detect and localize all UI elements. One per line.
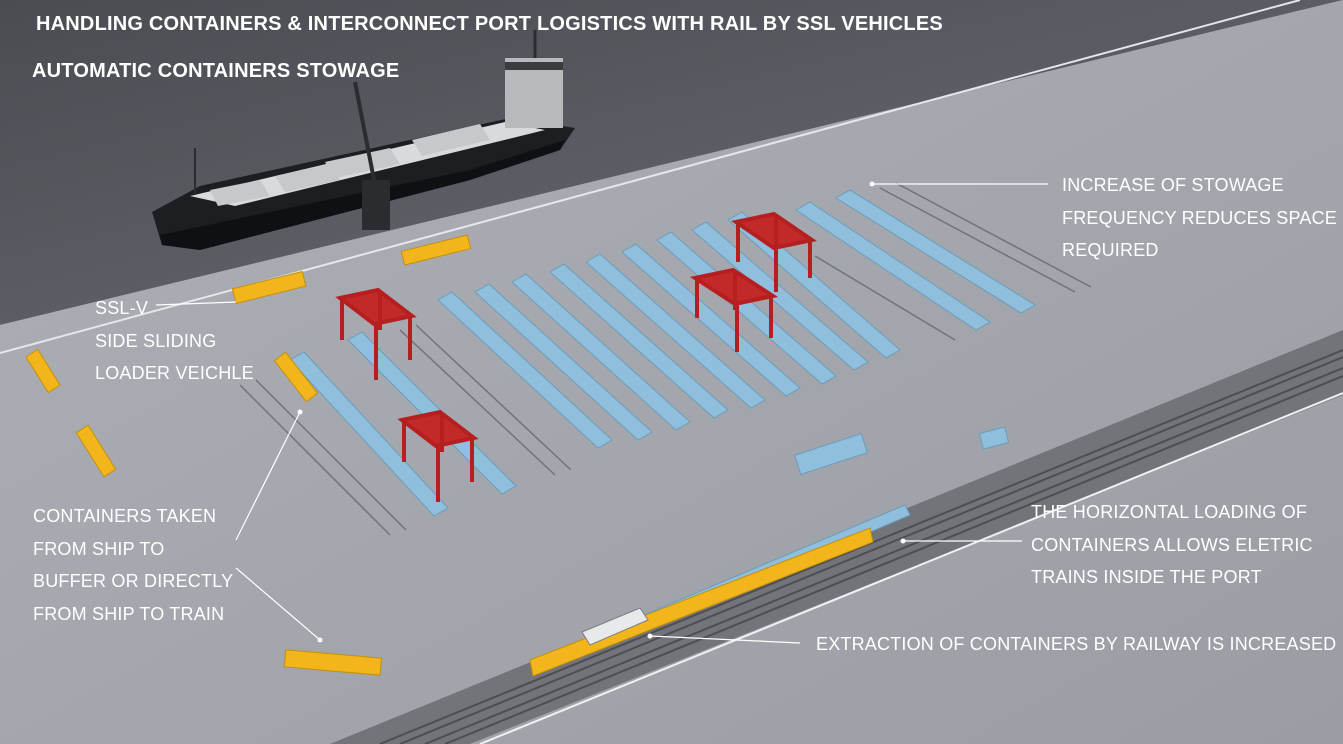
annotation-line: REQUIRED — [1062, 240, 1159, 260]
ssl-vehicles — [25, 234, 874, 677]
gantry-crane — [335, 287, 417, 380]
leader-lines — [155, 183, 1048, 644]
rail-track — [444, 375, 1343, 744]
gantry-crane — [689, 267, 779, 352]
train-wagons-yellow — [529, 527, 874, 677]
leader-line-taken-down — [235, 567, 321, 641]
ssl-vehicle — [231, 270, 307, 305]
cargo-ship — [152, 30, 575, 250]
subtitle: AUTOMATIC CONTAINERS STOWAGE — [32, 60, 400, 82]
annotation-line: FROM SHIP TO TRAIN — [33, 603, 225, 624]
ship-crane-boom — [353, 81, 377, 186]
rail-edge-line — [479, 392, 1343, 744]
ssl-vehicle — [400, 234, 472, 266]
container-row — [727, 211, 901, 359]
leader-dots — [297, 181, 906, 643]
container-row — [795, 201, 991, 331]
container-vehicle — [793, 433, 869, 475]
annotation-containers-taken: CONTAINERS TAKEN FROM SHIP TO BUFFER OR … — [33, 500, 233, 630]
annotation-line: FROM SHIP TO — [33, 538, 165, 559]
annotation-line: INCREASE OF STOWAGE — [1062, 175, 1284, 195]
annotation-line: SIDE SLIDING — [95, 330, 217, 351]
container-row — [621, 243, 801, 397]
annotation-extraction: EXTRACTION OF CONTAINERS BY RAILWAY IS I… — [816, 634, 1337, 654]
container-row — [474, 283, 653, 441]
container-row — [585, 253, 766, 409]
rail-track — [399, 356, 1343, 744]
ship-hatch — [325, 148, 400, 178]
annotation-horizontal-loading: THE HORIZONTAL LOADING OF CONTAINERS ALL… — [1031, 496, 1313, 594]
ship-bridge-windows — [505, 62, 563, 70]
leader-line-taken-up — [235, 411, 301, 541]
container-vehicle — [978, 426, 1010, 450]
container-row — [511, 273, 691, 431]
ssl-vehicle — [75, 424, 117, 478]
main-title: HANDLING CONTAINERS & INTERCONNECT PORT … — [36, 13, 943, 35]
quay-edge-line — [0, 0, 1301, 354]
ssl-vehicle — [283, 649, 383, 676]
ssl-vehicle — [273, 351, 319, 403]
gantry-crane — [731, 211, 817, 292]
annotation-line: TRAINS INSIDE THE PORT — [1031, 567, 1262, 587]
ship-hatch — [210, 180, 270, 206]
annotation-line: CONTAINERS ALLOWS ELETRIC — [1031, 534, 1313, 555]
gantry-cranes — [335, 211, 817, 502]
ship-hatch — [412, 124, 490, 156]
annotation-line: BUFFER OR DIRECTLY — [33, 571, 234, 591]
gantry-crane — [397, 409, 479, 502]
locomotive — [581, 607, 649, 646]
ssl-vehicle — [25, 348, 61, 394]
annotation-line: SSL-V — [95, 298, 149, 318]
leader-line-sslv — [155, 301, 237, 306]
container-racks — [239, 182, 1092, 536]
container-row — [437, 291, 613, 449]
ship-hatch — [275, 164, 340, 192]
ship-crane-base — [362, 180, 390, 230]
annotation-line: THE HORIZONTAL LOADING OF — [1031, 502, 1308, 522]
annotation-line: CONTAINERS TAKEN — [33, 506, 217, 526]
annotation-sslv: SSL-V SIDE SLIDING LOADER VEICHLE — [95, 292, 254, 390]
rail-track — [424, 367, 1343, 744]
container-row — [656, 231, 837, 385]
leader-line-extraction — [649, 635, 801, 644]
annotation-line: LOADER VEICHLE — [95, 363, 254, 383]
container-row — [835, 189, 1036, 314]
container-row — [549, 263, 729, 419]
annotation-stowage: INCREASE OF STOWAGE FREQUENCY REDUCES SP… — [1062, 169, 1337, 267]
container-row — [289, 351, 449, 517]
annotation-line: FREQUENCY REDUCES SPACE — [1062, 207, 1337, 228]
